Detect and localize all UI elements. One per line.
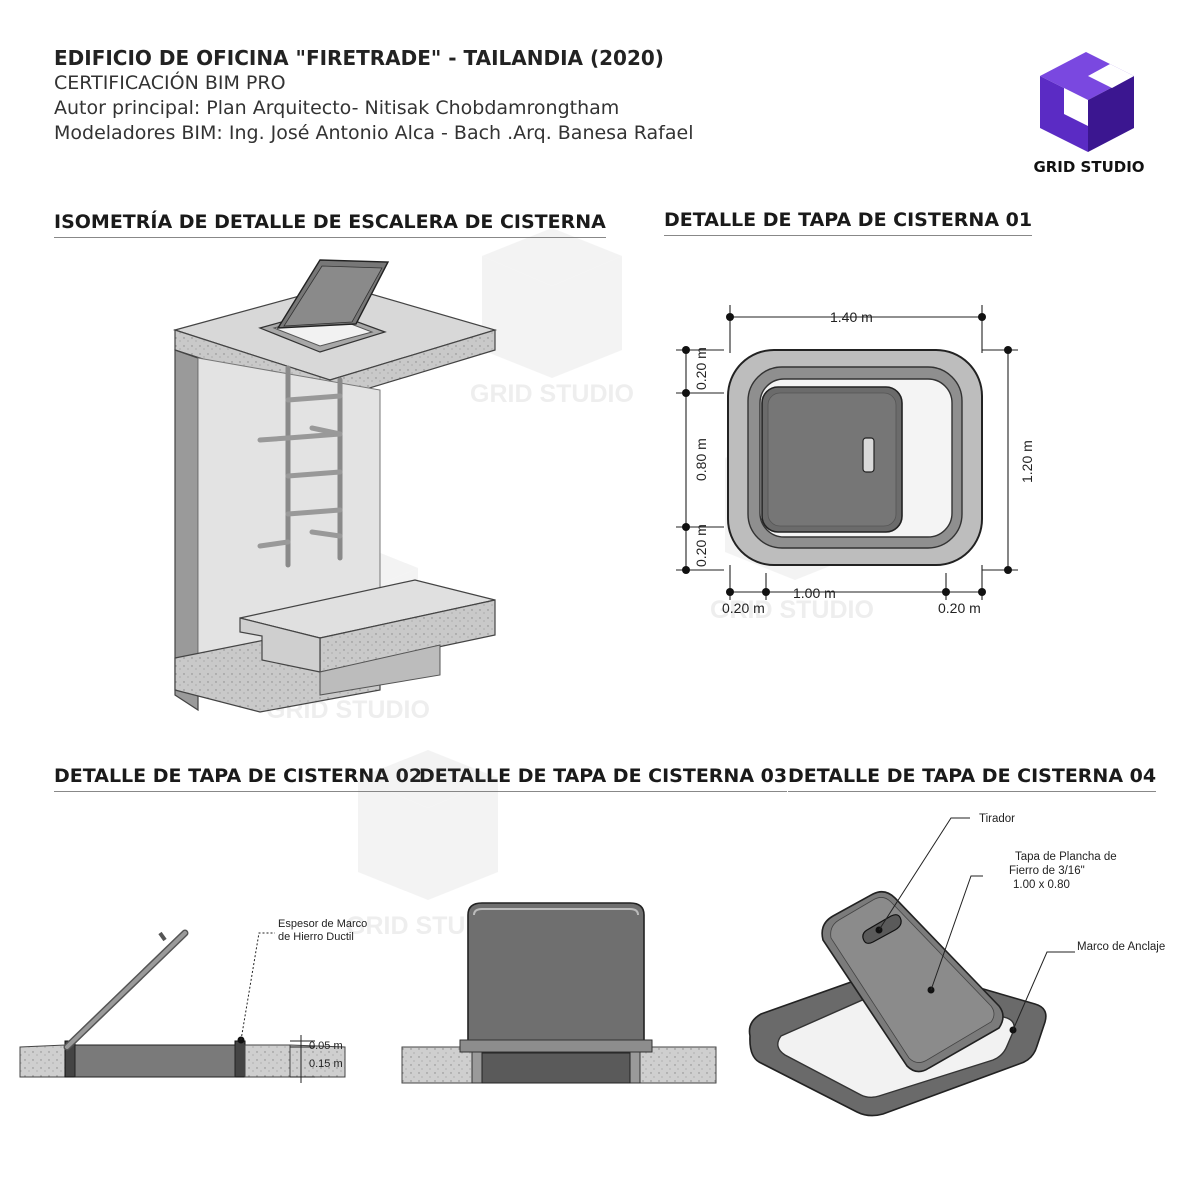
certification-line: CERTIFICACIÓN BIM PRO xyxy=(54,72,286,94)
open-lid-03 xyxy=(467,902,645,1048)
dim-bottom-mid: 1.00 m xyxy=(793,585,836,601)
isometric-ladder-drawing xyxy=(172,259,498,713)
tapa-02-section: Espesor de Marco de Hierro Ductil 0.05 m… xyxy=(19,918,367,1083)
grid-studio-logo-icon xyxy=(1040,52,1134,152)
dim-bottom-right: 0.20 m xyxy=(938,600,981,616)
label-tapa-plancha: Tapa de Plancha de xyxy=(1015,851,1117,863)
section-title-tapa-01: DETALLE DE TAPA DE CISTERNA 01 xyxy=(664,209,1033,236)
watermark-text: GRID STUDIO xyxy=(710,596,874,624)
dim-right: 1.20 m xyxy=(1019,440,1035,483)
modelers-line: Modeladores BIM: Ing. José Antonio Alca … xyxy=(54,122,694,144)
label-marco-anclaje: Marco de Anclaje xyxy=(1077,941,1165,953)
dim-bottom-left: 0.20 m xyxy=(722,600,765,616)
label-hierro-ductil: de Hierro Ductil xyxy=(278,931,354,943)
handle-icon xyxy=(862,437,875,473)
project-title: EDIFICIO DE OFICINA "FIRETRADE" - TAILAN… xyxy=(54,46,664,70)
dim-015: 0.15 m xyxy=(309,1058,343,1070)
title-block: EDIFICIO DE OFICINA "FIRETRADE" - TAILAN… xyxy=(54,46,694,146)
watermark-icon xyxy=(358,750,498,900)
section-title-tapa-03: DETALLE DE TAPA DE CISTERNA 03 xyxy=(419,765,788,792)
label-tirador: Tirador xyxy=(979,813,1015,825)
left-wall xyxy=(174,349,199,712)
watermark-icon xyxy=(482,228,622,378)
dim-left-mid: 0.80 m xyxy=(693,438,709,481)
tapa-01-plan: 1.40 m 1.00 m 0.20 m 0.20 m 0.20 m 0.80 … xyxy=(676,305,1035,616)
brand-logo: GRID STUDIO xyxy=(1030,48,1148,183)
label-medidas: 1.00 x 0.80 xyxy=(1013,879,1070,891)
dim-left-bot: 0.20 m xyxy=(693,524,709,567)
section-title-isometry: ISOMETRÍA DE DETALLE DE ESCALERA DE CIST… xyxy=(54,211,606,238)
ladder xyxy=(257,365,343,568)
tapa-04-isometric: Tirador Tapa de Plancha de Fierro de 3/1… xyxy=(748,813,1165,1117)
section-title-tapa-04: DETALLE DE TAPA DE CISTERNA 04 xyxy=(788,765,1157,792)
dim-005: 0.05 m xyxy=(309,1040,343,1052)
brand-name: GRID STUDIO xyxy=(1033,158,1145,176)
dim-left-top: 0.20 m xyxy=(693,347,709,390)
watermark-text: GRID STUDIO xyxy=(470,380,634,408)
dim-top: 1.40 m xyxy=(830,309,873,325)
section-title-tapa-02: DETALLE DE TAPA DE CISTERNA 02 xyxy=(54,765,423,792)
label-espesor-marco: Espesor de Marco xyxy=(278,918,367,930)
label-fierro: Fierro de 3/16" xyxy=(1009,865,1085,877)
author-line: Autor principal: Plan Arquitecto- Nitisa… xyxy=(54,97,620,119)
tapa-03-section xyxy=(401,902,717,1084)
